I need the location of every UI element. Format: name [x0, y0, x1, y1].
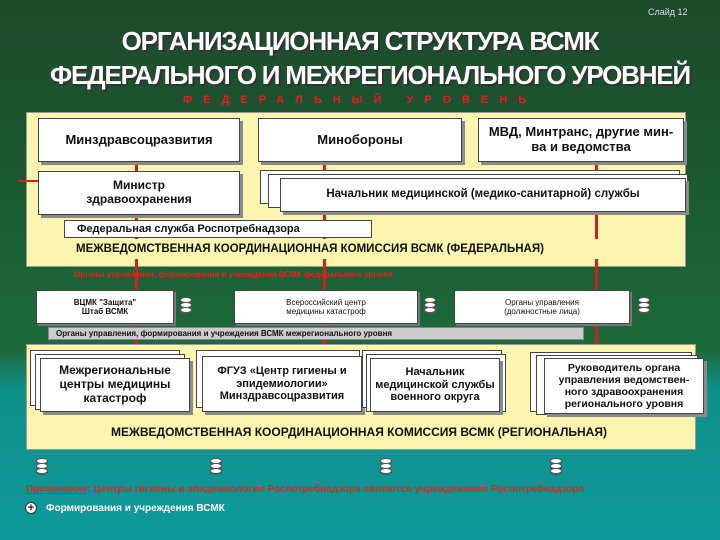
- connector-line: [135, 160, 138, 390]
- vtsmk-box: ВЦМК "Защита"Штаб ВСМК: [36, 290, 174, 324]
- formation-icon: [180, 297, 192, 320]
- connector-line: [18, 180, 38, 182]
- federal-level-label: ФЕДЕРАЛЬНЫЙ УРОВЕНЬ: [182, 94, 538, 106]
- ministry-health-box: Минздравсоцразвития: [38, 118, 240, 162]
- title-line-1: ОРГАНИЗАЦИОННАЯ СТРУКТУРА ВСМК: [121, 26, 600, 56]
- formation-icon: [550, 458, 562, 481]
- title-line-2: ФЕДЕРАЛЬНОГО И МЕЖРЕГИОНАЛЬНОГО УРОВНЕЙ: [50, 60, 691, 90]
- formation-icon: [210, 458, 222, 481]
- connector-line: [323, 160, 326, 390]
- other-ministries-box: МВД, Минтранс, другие мин-ва и ведомства: [478, 118, 684, 162]
- federal-strip-label: Органы управления, формирования и учрежд…: [74, 270, 393, 279]
- ministry-defense-box: Минобороны: [258, 118, 462, 162]
- rospotrebnadzor-box: Федеральная служба Роспотребнадзора: [64, 220, 372, 238]
- regional-head-box: Руководитель органа управления ведомстве…: [544, 358, 704, 414]
- connector-line: [595, 160, 598, 390]
- minister-box: Министр здравоохранения: [38, 171, 240, 215]
- middle-strip-label: Органы управления, формирования и учрежд…: [56, 329, 393, 338]
- fguz-box: ФГУЗ «Центр гигиены и эпидемиологии» Мин…: [202, 356, 362, 412]
- plus-icon: +: [25, 502, 37, 514]
- chief-medical-service-box: Начальник медицинской (медико-санитарной…: [280, 178, 686, 212]
- slide-number: Слайд 12: [648, 7, 688, 17]
- formation-icon: [380, 458, 392, 481]
- footnote: Примечание: Центры гигиены и эпидемиолог…: [26, 484, 584, 495]
- military-medical-chief-box: Начальник медицинской службы военного ок…: [370, 358, 500, 412]
- formation-icon: [424, 297, 436, 320]
- formation-icon: [638, 297, 650, 320]
- regional-commission: МЕЖВЕДОМСТВЕННАЯ КООРДИНАЦИОННАЯ КОМИССИ…: [34, 418, 684, 446]
- middle-strip: [48, 327, 584, 340]
- legend-text: Формирования и учреждения ВСМК: [46, 503, 225, 514]
- footnote-text: : Центры гигиены и эпидемиологии Роспотр…: [87, 484, 585, 495]
- authorities-box: Органы управления(должностные лица): [454, 290, 630, 324]
- formation-icon: [36, 458, 48, 481]
- interregional-centers-box: Межрегиональные центры медицины катастро…: [40, 358, 190, 412]
- footnote-label: Примечание: [26, 484, 88, 495]
- federal-commission: МЕЖВЕДОМСТВЕННАЯ КООРДИНАЦИОННАЯ КОМИССИ…: [64, 239, 680, 259]
